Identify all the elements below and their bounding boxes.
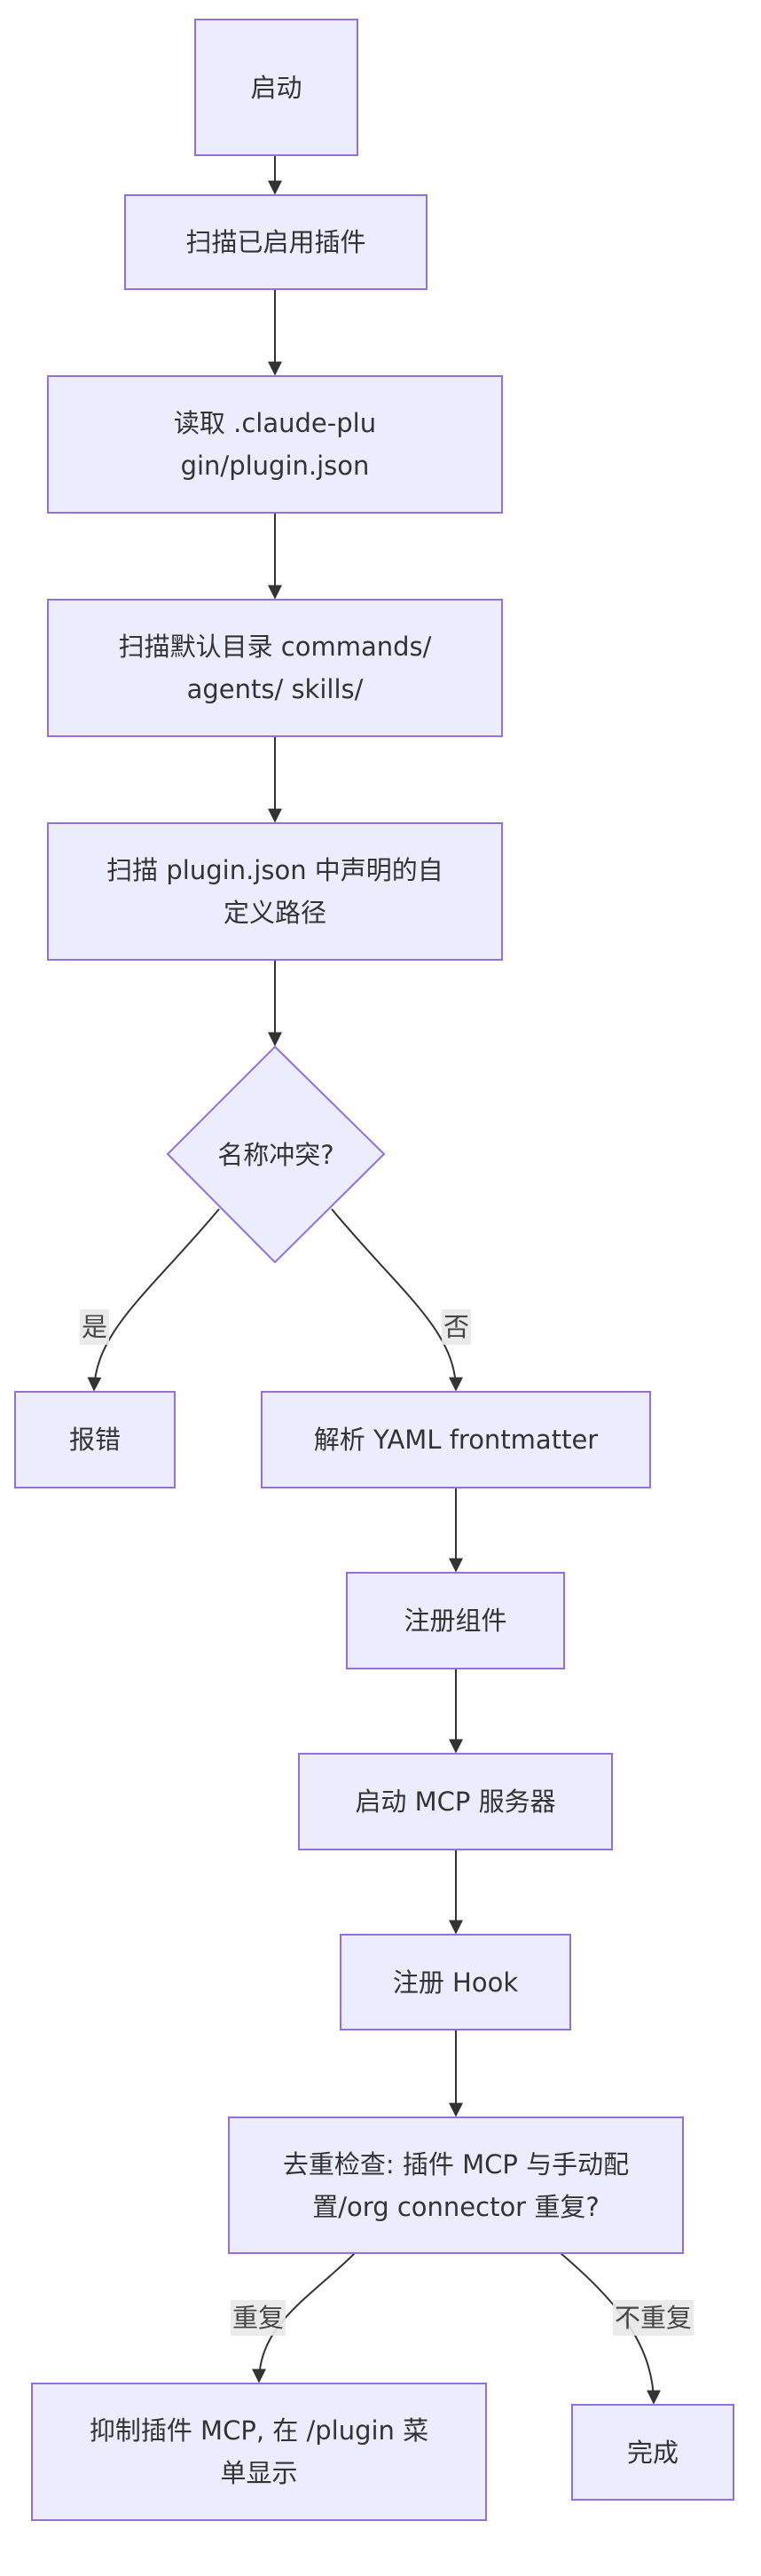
node-register-components: [346, 1572, 565, 1669]
node-done: [571, 2404, 734, 2501]
label-start: 启动: [250, 72, 302, 103]
node-name-conflict: [166, 1045, 386, 1264]
node-scan-default: [47, 599, 503, 737]
label-scan-default: 扫描默认目录 commands/ agents/ skills/: [118, 632, 432, 704]
edge-label-dup-yes: 重复: [231, 2300, 286, 2336]
node-scan-custom: [47, 822, 503, 961]
label-register-components: 注册组件: [404, 1606, 507, 1636]
label-error: 报错: [68, 1425, 121, 1455]
edge-conflict-no: [331, 1208, 463, 1392]
node-scan-plugins: [124, 194, 428, 290]
edge-dup-yes: [252, 2252, 356, 2384]
label-scan-plugins: 扫描已启用插件: [185, 227, 366, 257]
label-suppress-mcp: 抑制插件 MCP, 在 /plugin 菜单显示: [89, 2415, 429, 2488]
edge-conflict-yes: [87, 1208, 220, 1392]
edge-label-conflict-yes: 是: [80, 1309, 110, 1345]
label-scan-custom: 扫描 plugin.json 中声明的自定义路径: [106, 855, 443, 928]
label-start-mcp: 启动 MCP 服务器: [355, 1787, 556, 1817]
node-read-json: [47, 375, 503, 514]
node-register-hook: [340, 1934, 571, 2030]
label-done: 完成: [626, 2437, 679, 2468]
node-parse-yaml: [261, 1391, 651, 1488]
label-read-json: 读取 .claude-plugin/plugin.json: [173, 408, 377, 481]
node-start: [194, 19, 358, 156]
node-start-mcp: [298, 1753, 613, 1850]
label-register-hook: 注册 Hook: [392, 1967, 519, 1998]
label-name-conflict: 名称冲突?: [217, 1139, 334, 1170]
label-dedup-check: 去重检查: 插件 MCP 与手动配置/org connector 重复?: [282, 2148, 630, 2222]
node-dedup-check: [228, 2117, 684, 2254]
edge-label-dup-no: 不重复: [613, 2300, 694, 2336]
edge-label-conflict-no: 否: [442, 1309, 472, 1345]
node-suppress-mcp: [31, 2383, 487, 2521]
label-parse-yaml: 解析 YAML frontmatter: [313, 1425, 599, 1455]
node-error: [14, 1391, 176, 1488]
